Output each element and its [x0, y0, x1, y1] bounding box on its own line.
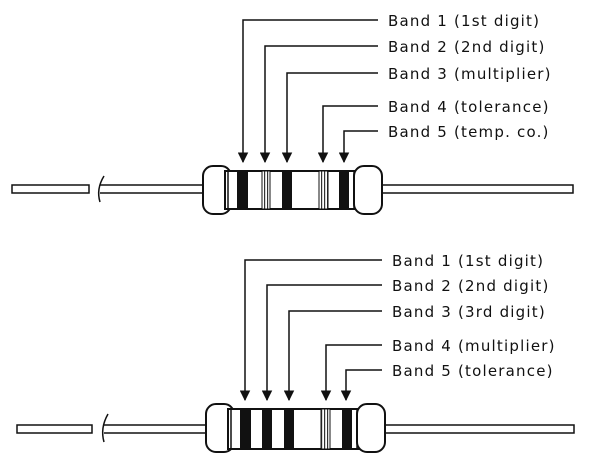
top-band-4-leader: [317, 105, 378, 164]
bottom-band-5-stripe: [342, 409, 352, 449]
bottom-right-end-cap: [356, 403, 386, 453]
top-right-end-cap: [353, 165, 383, 215]
top-band-1-label: Band 1 (1st digit): [388, 12, 540, 30]
bottom-band-2-label: Band 2 (2nd digit): [392, 277, 550, 295]
bottom-left-lead: [104, 424, 208, 434]
top-band-3-stripe: [282, 171, 292, 209]
top-band-5-stripe: [339, 171, 349, 209]
bottom-band-4-stripe: [320, 408, 331, 450]
top-band-5-label: Band 5 (temp. co.): [388, 123, 550, 141]
bottom-band-1-stripe: [240, 409, 251, 449]
bottom-left-lead-stub: [16, 424, 93, 434]
bottom-band-4-label: Band 4 (multiplier): [392, 337, 556, 355]
top-left-lead-stub: [11, 184, 90, 194]
top-band-1-leader: [237, 19, 378, 164]
top-right-lead: [379, 184, 574, 194]
top-band-3-label: Band 3 (multiplier): [388, 65, 552, 83]
bottom-band-3-label: Band 3 (3rd digit): [392, 303, 546, 321]
bottom-band-3-leader: [283, 310, 382, 402]
top-band-2-leader: [259, 45, 378, 164]
bottom-band-5-label: Band 5 (tolerance): [392, 362, 554, 380]
bottom-band-1-leader: [239, 259, 382, 402]
top-resistor-body: [202, 165, 383, 215]
top-band-1-stripe: [237, 171, 248, 209]
top-band-4-stripe: [318, 170, 329, 210]
bottom-resistor-diagram: Band 1 (1st digit) Band 2 (2nd digit) Ba…: [16, 252, 575, 453]
top-band-5-leader: [338, 130, 378, 164]
top-band-4-label: Band 4 (tolerance): [388, 98, 550, 116]
bottom-band-2-stripe: [262, 409, 272, 449]
bottom-band-5-leader: [340, 369, 382, 402]
bottom-lead-break-mark: [101, 413, 109, 443]
bottom-resistor-body: [205, 403, 386, 453]
top-band-2-label: Band 2 (2nd digit): [388, 38, 546, 56]
top-band-3-leader: [281, 72, 378, 164]
bottom-band-2-leader: [261, 284, 382, 402]
top-resistor-diagram: Band 1 (1st digit) Band 2 (2nd digit) Ba…: [11, 12, 574, 215]
bottom-band-4-leader: [320, 344, 382, 402]
top-lead-break-mark: [97, 175, 105, 203]
bottom-right-lead: [383, 424, 575, 434]
bottom-band-3-stripe: [284, 409, 294, 449]
bottom-band-1-label: Band 1 (1st digit): [392, 252, 544, 270]
top-band-2-stripe: [261, 170, 271, 210]
top-left-lead: [100, 184, 205, 194]
